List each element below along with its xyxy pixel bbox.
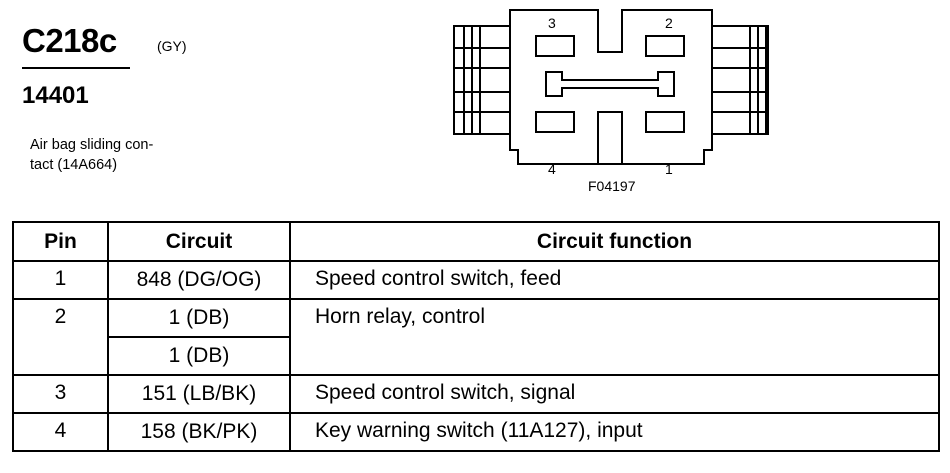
- connector-face-diagram: 3 2 4 1: [453, 9, 769, 177]
- header-pin: Pin: [12, 221, 109, 262]
- function-cell: Horn relay, control: [289, 298, 940, 376]
- circuit-cell: 848 (DG/OG): [107, 260, 291, 300]
- description-line-1: Air bag sliding con-: [30, 137, 154, 153]
- table-row: 2 1 (DB) Horn relay, control: [12, 298, 940, 376]
- circuit-cell: 158 (BK/PK): [107, 412, 291, 452]
- pin-cell: 3: [12, 374, 109, 414]
- table-row: 4 158 (BK/PK) Key warning switch (11A127…: [12, 412, 940, 452]
- connector-id: C218c: [22, 22, 117, 59]
- pin-label-3: 3: [548, 15, 556, 31]
- function-cell: Speed control switch, signal: [289, 374, 940, 414]
- part-number: 14401: [22, 82, 89, 109]
- figure-id: F04197: [588, 178, 636, 194]
- function-cell: Key warning switch (11A127), input: [289, 412, 940, 452]
- pin-table: Pin Circuit Circuit function 1 848 (DG/O…: [12, 221, 940, 452]
- pin-cell: 4: [12, 412, 109, 452]
- pin-label-1: 1: [665, 161, 673, 177]
- pin-cell: 2: [12, 298, 109, 376]
- pin-cell: 1: [12, 260, 109, 300]
- connector-description: Air bag sliding con- tact (14A664): [30, 135, 190, 175]
- function-cell: Speed control switch, feed: [289, 260, 940, 300]
- header-circuit: Circuit: [107, 221, 291, 262]
- pin-label-2: 2: [665, 15, 673, 31]
- title-underline: [22, 67, 130, 69]
- connector-color: (GY): [157, 38, 187, 54]
- table-row: 1 848 (DG/OG) Speed control switch, feed: [12, 260, 940, 300]
- pin-label-4: 4: [548, 161, 556, 177]
- table-header-row: Pin Circuit Circuit function: [12, 221, 940, 262]
- header-function: Circuit function: [289, 221, 940, 262]
- circuit-cell: 1 (DB): [107, 336, 291, 376]
- table-row: 1 (DB): [13, 336, 939, 376]
- description-line-2: tact (14A664): [30, 157, 118, 173]
- circuit-cell: 1 (DB): [107, 298, 291, 338]
- circuit-cell: 151 (LB/BK): [107, 374, 291, 414]
- table-row: 3 151 (LB/BK) Speed control switch, sign…: [12, 374, 940, 414]
